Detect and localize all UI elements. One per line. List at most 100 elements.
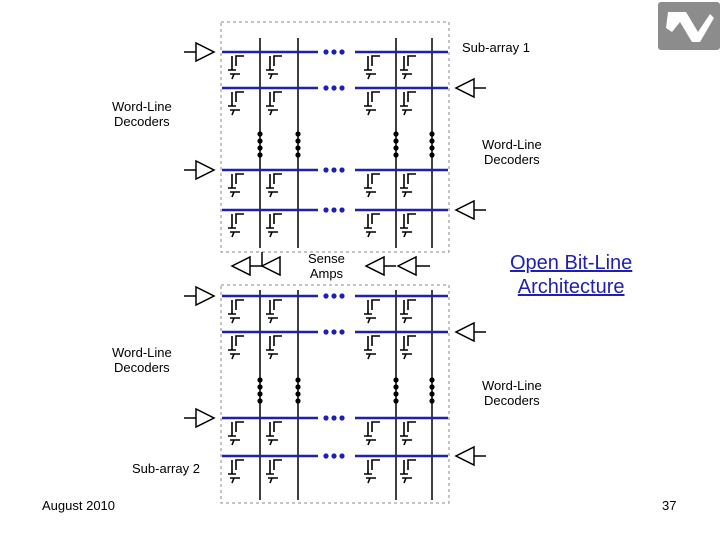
row-continuation-dot — [429, 398, 435, 404]
row-continuation-dot — [257, 131, 263, 137]
row-continuation-dot — [429, 391, 435, 397]
row-continuation-dot — [295, 145, 301, 151]
row-continuation-dot — [295, 398, 301, 404]
cell-symbol — [266, 91, 282, 116]
wordline-continuation-dot — [339, 49, 345, 55]
wordline-continuation-dot — [323, 167, 329, 173]
cell-symbol — [364, 55, 380, 80]
memory-cell — [364, 91, 380, 116]
cell-symbol — [364, 213, 380, 238]
subarray-2-outline — [220, 284, 450, 504]
row-continuation-dot — [393, 384, 399, 390]
row-continuation-dot — [257, 384, 263, 390]
cell-symbol — [266, 173, 282, 198]
wordline-continuation-dot — [331, 329, 337, 335]
memory-cell — [400, 173, 416, 198]
wordline-continuation-dot — [323, 453, 329, 459]
row-continuation-dot — [257, 398, 263, 404]
sense-amp-left-b — [260, 255, 281, 277]
row-continuation-dot — [295, 152, 301, 158]
row-continuation-dot — [295, 377, 301, 383]
row-continuation-dot — [257, 152, 263, 158]
wordline-continuation-dot — [331, 293, 337, 299]
memory-cell — [364, 421, 380, 446]
wordline-driver-right — [454, 445, 475, 467]
row-continuation-dot — [393, 398, 399, 404]
sense-amps-label: Sense Amps — [308, 251, 345, 281]
row-continuation-dot — [393, 131, 399, 137]
row-continuation-dot — [429, 145, 435, 151]
cell-symbol — [228, 421, 244, 446]
row-continuation-dot — [393, 138, 399, 144]
memory-cell — [364, 299, 380, 324]
wordline-continuation-dot — [339, 85, 345, 91]
memory-cell — [228, 421, 244, 446]
wordline-continuation-dot — [339, 329, 345, 335]
wordline-continuation-dot — [331, 49, 337, 55]
sense-amp-right-a — [364, 255, 385, 277]
memory-cell — [266, 91, 282, 116]
subarray-1-outline — [220, 21, 450, 253]
wordline-driver-right — [454, 321, 475, 343]
cell-symbol — [266, 299, 282, 324]
wordline-continuation-dot — [323, 329, 329, 335]
row-continuation-dot — [257, 377, 263, 383]
memory-cell — [266, 459, 282, 484]
cell-symbol — [400, 213, 416, 238]
memory-cell — [400, 421, 416, 446]
memory-cell — [364, 459, 380, 484]
memory-cell — [266, 421, 282, 446]
wordline-continuation-dot — [331, 415, 337, 421]
cell-symbol — [228, 91, 244, 116]
row-continuation-dot — [429, 384, 435, 390]
wordline-continuation-dot — [339, 207, 345, 213]
wordline-continuation-dot — [339, 293, 345, 299]
wordline-driver-left — [195, 285, 216, 307]
memory-cell — [400, 55, 416, 80]
row-continuation-dot — [295, 138, 301, 144]
memory-cell — [266, 335, 282, 360]
memory-cell — [364, 55, 380, 80]
wordline-driver-left — [195, 159, 216, 181]
memory-cell — [400, 299, 416, 324]
memory-cell — [400, 335, 416, 360]
row-continuation-dot — [429, 377, 435, 383]
wordline-decoders-left-top: Word-Line Decoders — [112, 99, 172, 129]
cell-symbol — [266, 335, 282, 360]
wordline-continuation-dot — [339, 453, 345, 459]
memory-cell — [364, 335, 380, 360]
footer-date: August 2010 — [42, 498, 116, 513]
wordline-continuation-dot — [323, 207, 329, 213]
cell-symbol — [364, 173, 380, 198]
cell-symbol — [400, 55, 416, 80]
memory-cell — [228, 173, 244, 198]
cell-symbol — [266, 459, 282, 484]
wordline-decoders-right-top: Word-Line Decoders — [482, 137, 542, 167]
row-continuation-dot — [295, 391, 301, 397]
wordline-continuation-dot — [331, 167, 337, 173]
wordline-continuation-dot — [323, 293, 329, 299]
row-continuation-dot — [429, 131, 435, 137]
sense-amp-left-a — [230, 255, 251, 277]
row-continuation-dot — [257, 391, 263, 397]
wordline-continuation-dot — [339, 167, 345, 173]
memory-cell — [364, 213, 380, 238]
wordline-driver-left — [195, 41, 216, 63]
cell-symbol — [400, 335, 416, 360]
cell-symbol — [400, 299, 416, 324]
slide-title: Open Bit-Line Architecture — [510, 252, 633, 298]
cell-symbol — [228, 55, 244, 80]
wordline-driver-right — [454, 199, 475, 221]
wordline-continuation-dot — [339, 415, 345, 421]
memory-cell — [228, 213, 244, 238]
wordline-continuation-dot — [331, 85, 337, 91]
cell-symbol — [266, 213, 282, 238]
cell-symbol — [400, 91, 416, 116]
memory-cell — [400, 213, 416, 238]
row-continuation-dot — [295, 384, 301, 390]
sense-amp-right-b — [396, 255, 417, 277]
memory-cell — [400, 459, 416, 484]
memory-cell — [364, 173, 380, 198]
subarray-2-label: Sub-array 2 — [132, 461, 200, 476]
